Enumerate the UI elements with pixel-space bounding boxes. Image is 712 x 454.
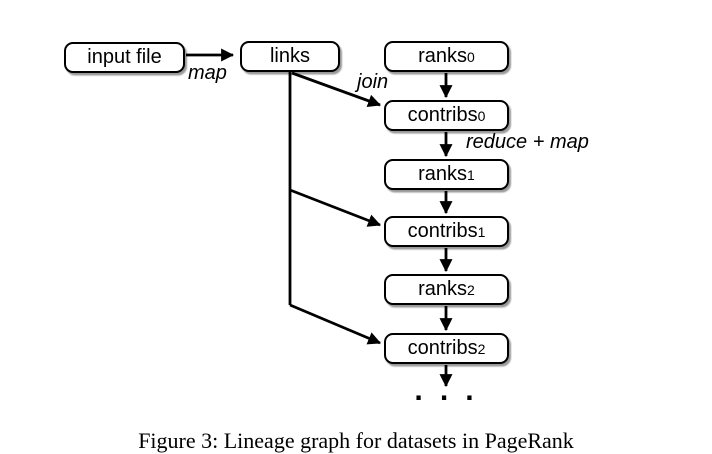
node-contribs2-label: contribs <box>407 337 478 359</box>
node-contribs1-label: contribs <box>407 220 478 242</box>
node-ranks1-label: ranks <box>418 163 468 185</box>
edge-label-map: map <box>188 62 227 84</box>
node-ranks2-subscript: 2 <box>467 281 475 298</box>
node-links: links <box>240 41 340 72</box>
node-contribs1-subscript: 1 <box>477 223 486 240</box>
edge-label-join: join <box>357 71 389 93</box>
edge-label-reduce-map: reduce + map <box>466 131 589 153</box>
node-ranks0-label: ranks <box>418 45 468 67</box>
node-ranks1-subscript: 1 <box>467 166 475 183</box>
node-contribs2-subscript: 2 <box>477 340 486 357</box>
edge-join-arrow-links-to-contribs0 <box>291 71 382 108</box>
node-ranks0-subscript: 0 <box>467 48 475 65</box>
edge-links-to-contribs1-arrow <box>289 188 382 227</box>
continuation-ellipsis: . . . <box>413 378 479 406</box>
node-contribs0-subscript: 0 <box>477 107 486 124</box>
edge-links-to-contribs2-arrow <box>289 303 381 345</box>
figure-caption: Figure 3: Lineage graph for datasets in … <box>138 428 574 453</box>
node-links-label: links <box>269 45 310 67</box>
node-ranks2-label: ranks <box>418 278 468 300</box>
node-contribs0-label: contribs <box>407 104 478 126</box>
node-input-file: input file <box>64 42 185 73</box>
node-input-file-label: input file <box>87 46 162 68</box>
edges-layer <box>186 48 453 388</box>
figure-lineage-graph: { "figure": { "caption": "Figure 3: Line… <box>64 41 589 453</box>
